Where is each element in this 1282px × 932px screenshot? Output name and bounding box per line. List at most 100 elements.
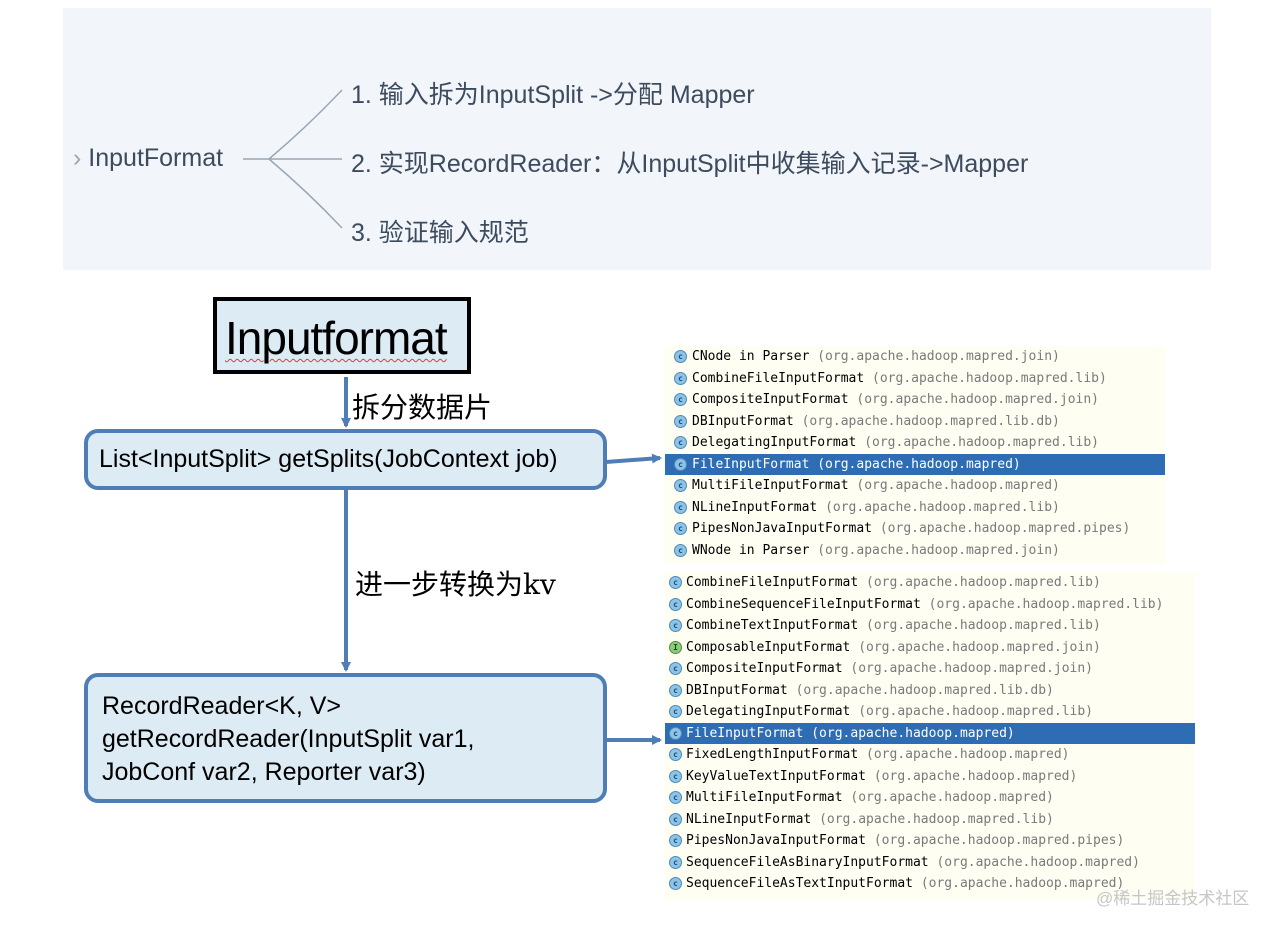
class-icon: c — [669, 834, 682, 847]
class-icon: c — [669, 662, 682, 675]
class-list-1: c CNode in Parser (org.apache.hadoop.mapr… — [665, 346, 1165, 564]
list1-row[interactable]: c CompositeInputFormat (org.apache.hadoop… — [665, 389, 1165, 411]
edge-label-split: 拆分数据片 — [352, 391, 493, 424]
class-name: SequenceFileAsTextInputFormat — [686, 876, 913, 891]
class-icon: c — [669, 597, 682, 611]
package-name: (org.apache.hadoop.mapred.lib.db) — [801, 413, 1060, 429]
class-name: CombineFileInputFormat — [686, 575, 859, 590]
class-icon: c — [674, 371, 687, 385]
class-icon: c — [674, 479, 687, 492]
recordreader-line-3: JobConf var2, Reporter var3) — [102, 758, 426, 786]
class-name: CNode in Parser — [692, 349, 810, 364]
mindmap-root: › InputFormat — [73, 144, 223, 173]
mindmap-branch-3: 3. 验证输入规范 — [351, 219, 529, 247]
class-name: WNode in Parser — [692, 542, 810, 558]
class-list-2: c CombineFileInputFormat (org.apache.hado… — [665, 572, 1195, 900]
class-name: PipesNonJavaInputFormat — [686, 833, 867, 848]
list2-row[interactable]: c KeyValueTextInputFormat (org.apache.had… — [665, 766, 1195, 788]
class-icon: c — [669, 791, 682, 804]
class-icon: c — [669, 748, 682, 761]
list1-row[interactable]: c MultiFileInputFormat (org.apache.hadoop… — [665, 475, 1165, 497]
mindmap-panel: › InputFormat 1. 输入拆为InputSplit ->分配 Map… — [63, 8, 1211, 270]
class-name: ComposableInputFormat — [686, 639, 851, 655]
package-name: (org.apache.hadoop.mapred.lib) — [864, 435, 1100, 450]
arrow-getsplits-to-list1 — [605, 453, 662, 464]
class-icon: c — [669, 726, 682, 740]
class-name: DelegatingInputFormat — [686, 704, 851, 719]
class-icon: c — [674, 436, 687, 449]
list1-row[interactable]: c CombineFileInputFormat (org.apache.hado… — [665, 368, 1165, 390]
class-name: CombineFileInputFormat — [692, 370, 865, 386]
package-name: (org.apache.hadoop.mapred.join) — [817, 349, 1060, 364]
list1-row[interactable]: c DBInputFormat (org.apache.hadoop.mapred… — [665, 411, 1165, 433]
class-name: CombineTextInputFormat — [686, 618, 859, 633]
class-name: DBInputFormat — [692, 413, 794, 429]
diagram-arrows — [341, 377, 662, 745]
class-icon: c — [674, 350, 687, 363]
class-name: FileInputFormat — [692, 456, 810, 472]
inputformat-title-box: Inputformat — [213, 297, 471, 374]
list2-row[interactable]: c CompositeInputFormat (org.apache.hadoop… — [665, 658, 1195, 680]
class-icon: c — [674, 414, 687, 428]
recordreader-box: RecordReader<K, V> getRecordReader(Input… — [84, 673, 607, 803]
class-name: CompositeInputFormat — [686, 661, 843, 676]
class-icon: c — [669, 769, 682, 783]
package-name: (org.apache.hadoop.mapred) — [873, 768, 1078, 784]
package-name: (org.apache.hadoop.mapred.lib) — [872, 370, 1107, 386]
class-icon: c — [674, 457, 687, 471]
package-name: (org.apache.hadoop.mapred) — [817, 456, 1021, 472]
class-name: FixedLengthInputFormat — [686, 747, 859, 762]
package-name: (org.apache.hadoop.mapred) — [856, 478, 1060, 493]
getsplits-signature: List<InputSplit> getSplits(JobContext jo… — [99, 445, 558, 473]
class-name: MultiFileInputFormat — [692, 478, 849, 493]
package-name: (org.apache.hadoop.mapred) — [920, 876, 1125, 891]
class-icon: c — [669, 619, 682, 632]
list1-row[interactable]: c NLineInputFormat (org.apache.hadoop.map… — [665, 497, 1165, 519]
package-name: (org.apache.hadoop.mapred) — [811, 725, 1015, 741]
watermark: @稀土掘金技术社区 — [1096, 889, 1250, 908]
package-name: (org.apache.hadoop.mapred.lib) — [819, 811, 1054, 827]
class-name: NLineInputFormat — [686, 811, 812, 827]
mindmap-branch-2: 2. 实现RecordReader：从InputSplit中收集输入记录->Ma… — [351, 150, 1029, 178]
class-icon: c — [674, 543, 687, 557]
package-name: (org.apache.hadoop.mapred.pipes) — [879, 521, 1131, 536]
list1-row[interactable]: c WNode in Parser (org.apache.hadoop.mapr… — [665, 540, 1165, 562]
mindmap-root-label: InputFormat — [88, 144, 224, 172]
list2-row[interactable]: c FileInputFormat (org.apache.hadoop.mapr… — [665, 722, 1195, 744]
inputformat-title: Inputformat — [225, 312, 448, 364]
class-icon: c — [674, 522, 687, 535]
class-name: FileInputFormat — [686, 725, 804, 741]
class-icon: c — [674, 500, 687, 514]
package-name: (org.apache.hadoop.mapred.lib) — [928, 596, 1164, 612]
class-icon: c — [674, 393, 687, 406]
recordreader-line-1: RecordReader<K, V> — [102, 692, 342, 720]
edge-label-kv: 进一步转换为kv — [355, 568, 556, 601]
list1-row[interactable]: c FileInputFormat (org.apache.hadoop.mapr… — [665, 453, 1165, 475]
package-name: (org.apache.hadoop.mapred.lib) — [825, 499, 1060, 515]
class-name: KeyValueTextInputFormat — [686, 768, 867, 784]
class-name: CompositeInputFormat — [692, 392, 849, 407]
list1-row[interactable]: c CNode in Parser (org.apache.hadoop.mapr… — [665, 346, 1165, 368]
package-name: (org.apache.hadoop.mapred.join) — [850, 661, 1094, 676]
package-name: (org.apache.hadoop.mapred.lib) — [858, 704, 1094, 719]
interface-icon: I — [669, 640, 682, 654]
package-name: (org.apache.hadoop.mapred.join) — [817, 542, 1060, 558]
package-name: (org.apache.hadoop.mapred.join) — [856, 392, 1100, 407]
package-name: (org.apache.hadoop.mapred.lib.db) — [795, 682, 1054, 698]
class-name: NLineInputFormat — [692, 499, 818, 515]
mindmap-branch-1: 1. 输入拆为InputSplit ->分配 Mapper — [351, 81, 755, 109]
